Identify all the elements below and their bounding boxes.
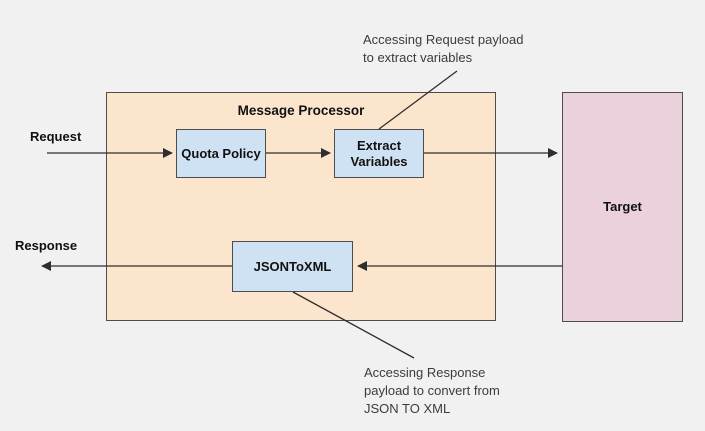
jsontoxml-node: JSONToXML (232, 241, 353, 292)
quota-policy-node-label: Quota Policy (181, 145, 261, 161)
target-node-label: Target (603, 199, 642, 214)
response-payload-annotation: Accessing Response payload to convert fr… (364, 365, 500, 416)
message-processor-title: Message Processor (237, 103, 365, 118)
request-flow-label: Request (30, 129, 82, 144)
quota-policy-node: Quota Policy (176, 129, 266, 178)
response-flow-label: Response (15, 238, 78, 253)
target-node: Target (562, 92, 683, 322)
jsontoxml-node-label: JSONToXML (253, 258, 332, 274)
request-payload-annotation: Accessing Request payload to extract var… (363, 32, 524, 65)
extract-variables-node: Extract Variables (334, 129, 424, 178)
extract-variables-node-label: Extract Variables (350, 137, 408, 169)
